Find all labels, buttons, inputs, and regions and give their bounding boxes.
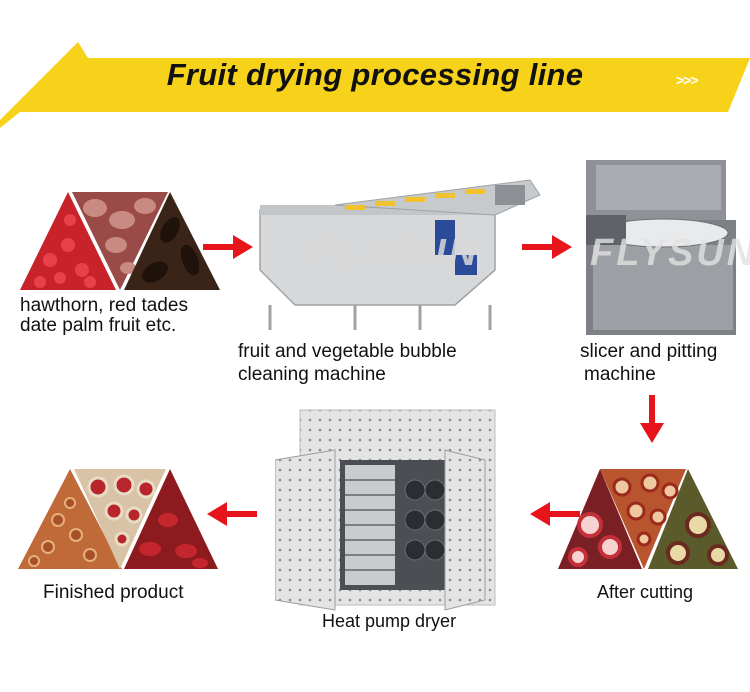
slicer-label-line1: slicer and pitting	[580, 341, 718, 362]
after-cutting-label: After cutting	[597, 582, 694, 602]
arrow-right-icon	[522, 235, 572, 259]
bubble-washer-image	[259, 179, 541, 330]
raw-fruit-collage	[20, 192, 220, 290]
slicer-label-line2: machine	[584, 364, 656, 385]
page-title: Fruit drying processing line	[166, 57, 584, 92]
chevrons-icon: >>>	[676, 72, 699, 88]
arrow-left-icon	[207, 502, 257, 526]
watermark-text: FLYSUN	[590, 232, 750, 274]
heat-pump-dryer-image	[275, 409, 496, 611]
dryer-label: Heat pump dryer	[322, 611, 457, 631]
arrow-down-icon	[640, 395, 664, 443]
cut-fruit-collage	[558, 469, 738, 569]
arrow-right-icon	[203, 235, 253, 259]
arrow-left-icon	[530, 502, 580, 526]
watermark-text: FLYSUN	[312, 232, 480, 274]
title-banner	[0, 42, 750, 128]
washer-label-line1: fruit and vegetable bubble	[238, 341, 457, 362]
slicer-machine-image	[586, 160, 736, 335]
raw-fruit-label-line1: hawthorn, red tades	[20, 295, 188, 316]
raw-fruit-label-line2: date palm fruit etc.	[20, 315, 177, 336]
finished-product-label: Finished product	[43, 582, 184, 603]
washer-label-line2: cleaning machine	[238, 364, 386, 385]
finished-product-collage	[18, 469, 218, 569]
